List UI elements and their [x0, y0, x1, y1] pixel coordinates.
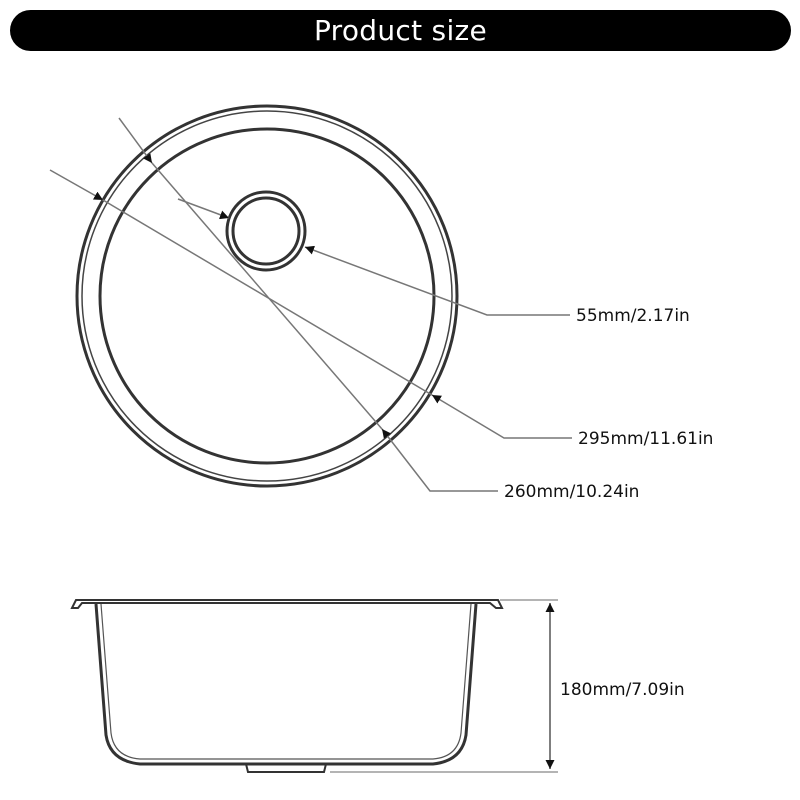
sink-bowl-outer: [94, 603, 478, 766]
outer-diameter-label: 295mm/11.61in: [578, 429, 713, 449]
page-title: Product size: [313, 14, 488, 47]
drain-outer-circle: [225, 190, 307, 272]
drain-dimension-label: 55mm/2.17in: [576, 306, 690, 326]
inner-leader-top: [118, 117, 153, 164]
depth-dimension: [330, 599, 558, 773]
outer-rim-inner-circle: [81, 110, 453, 482]
inner-diameter-label: 260mm/10.24in: [504, 482, 639, 502]
inner-leader-bottom: [381, 428, 498, 492]
sink-side-view: [70, 599, 504, 773]
outer-rim-circle: [75, 104, 459, 488]
drain-inner-circle: [231, 196, 301, 266]
drain-leader-right: [304, 245, 570, 316]
inner-diameter-leader: [118, 117, 498, 492]
sink-bowl-inner: [100, 603, 472, 760]
outer-leader-right: [431, 394, 572, 439]
sink-drain-bottom: [245, 763, 327, 773]
title-banner: Product size: [10, 10, 791, 51]
inner-leader-through: [151, 162, 383, 430]
outer-diameter-leader: [49, 169, 572, 439]
basin-circle: [98, 127, 436, 465]
sink-top-view: [75, 104, 459, 488]
outer-leader-left: [49, 169, 104, 201]
depth-dimension-label: 180mm/7.09in: [560, 680, 685, 700]
sink-rim-profile: [70, 599, 504, 609]
